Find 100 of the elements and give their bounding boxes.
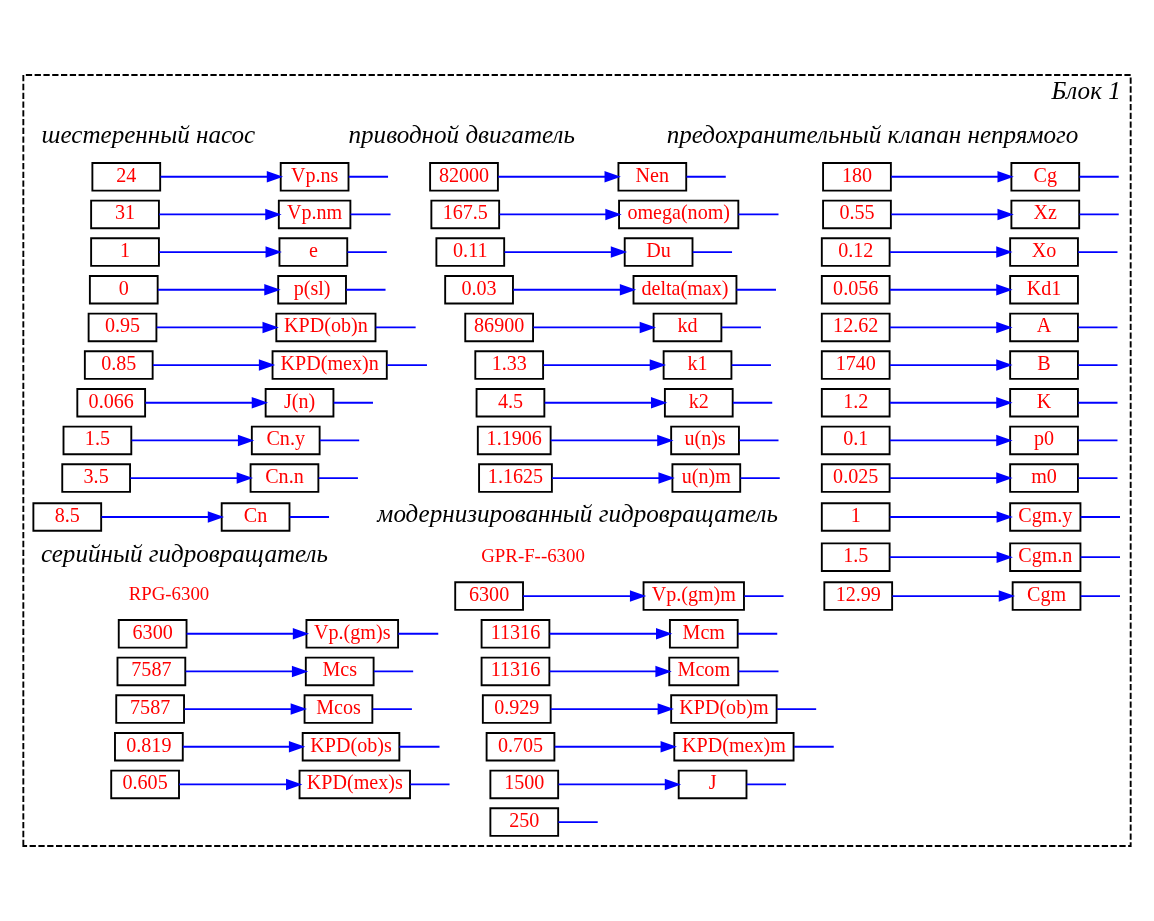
connector [349, 213, 392, 216]
arrow [159, 171, 284, 183]
node-box: Cn [220, 502, 291, 532]
node-box: Du [623, 237, 694, 267]
node-box: k1 [662, 350, 733, 380]
label: приводной двигатель [348, 120, 575, 148]
node-box: 0.705 [485, 732, 556, 762]
arrow [152, 359, 276, 371]
connector [1077, 364, 1119, 366]
node-box: 24 [91, 162, 162, 192]
connector [346, 251, 388, 254]
node-box: Mcom [668, 656, 740, 687]
arrow [553, 741, 677, 753]
node-box: Vp.nm [277, 199, 352, 230]
arrow [888, 551, 1013, 563]
node-box: 0.025 [820, 463, 891, 493]
arrow [889, 246, 1013, 258]
node-box: KPD(mex)s [298, 769, 411, 800]
node-box: 0.819 [114, 732, 184, 762]
connector [332, 401, 374, 404]
node-box: 0.066 [76, 388, 147, 418]
connector [1077, 326, 1119, 329]
node-box: 7587 [115, 694, 185, 724]
node-box: 4.5 [475, 388, 546, 418]
node-box: 0.55 [822, 199, 892, 230]
node-box: KPD(mex)n [271, 350, 388, 380]
connector [739, 477, 781, 479]
arrow [158, 246, 282, 258]
node-box: Xo [1009, 237, 1079, 267]
connector [397, 632, 440, 635]
node-box: delta(max) [632, 275, 738, 305]
node-box: 11316 [480, 656, 551, 687]
connector [735, 288, 777, 291]
arrow [158, 208, 282, 221]
arrow [889, 284, 1013, 296]
arrow [543, 397, 668, 409]
node-box: 12.62 [820, 312, 891, 343]
arrow [889, 321, 1013, 334]
arrow [498, 208, 622, 221]
connector [1078, 175, 1120, 178]
node-box: 0 [88, 275, 159, 305]
node-box: Vp.(gm)m [642, 581, 745, 611]
arrow [497, 171, 621, 183]
node-box: 12.99 [823, 581, 894, 611]
connector [347, 175, 389, 178]
node-box: Cn.n [249, 463, 320, 493]
arrow [889, 359, 1013, 371]
node-box: p(sl) [277, 275, 347, 305]
node-box: 0.929 [481, 694, 552, 724]
arrow [889, 434, 1013, 447]
arrow [889, 397, 1013, 409]
node-box: 1 [90, 237, 160, 267]
connector [345, 288, 387, 291]
node-box: Cg [1010, 162, 1081, 192]
label: GPR-F--6300 [481, 544, 585, 566]
node-box: Cgm [1011, 581, 1082, 611]
connector [386, 364, 428, 366]
node-box: Cgm.n [1009, 542, 1082, 572]
arrow [890, 208, 1014, 221]
node-box: m0 [1009, 463, 1079, 493]
arrow [178, 778, 303, 791]
arrow [548, 628, 673, 640]
arrow [542, 359, 667, 371]
connector [317, 477, 359, 479]
connector [691, 251, 733, 254]
node-box: KPD(ob)m [670, 694, 778, 724]
node-box: 0.12 [820, 237, 891, 267]
arrow [551, 472, 675, 484]
node-box: 167.5 [430, 199, 501, 230]
arrow [181, 741, 306, 753]
connector [745, 783, 787, 786]
arrow [183, 703, 307, 715]
node-box: 6300 [454, 581, 524, 611]
connector [793, 745, 835, 748]
node-box: 6300 [117, 619, 188, 649]
node-box: 0.605 [110, 769, 180, 800]
node-box: 1500 [489, 769, 560, 800]
connector [1079, 556, 1121, 559]
connector [288, 516, 330, 518]
label: предохранительный клапан непрямого [666, 120, 1079, 148]
arrow [548, 665, 672, 678]
connector [738, 439, 780, 442]
arrow [144, 397, 269, 409]
node-box: 1.1625 [478, 463, 553, 493]
arrow [512, 284, 637, 296]
label: серийный гидровращатель [40, 540, 328, 568]
arrow [549, 434, 674, 447]
node-box: KPD(mex)m [673, 732, 795, 762]
node-box: J(n) [264, 388, 335, 418]
arrow [891, 590, 1016, 602]
arrow [185, 628, 310, 640]
node-box: KPD(ob)n [275, 312, 377, 343]
node-box: Vp.ns [279, 162, 350, 192]
arrow [522, 590, 647, 602]
node-box: 1.5 [820, 542, 891, 572]
connector [732, 401, 774, 404]
arrow [184, 665, 309, 678]
node-box: 180 [822, 162, 892, 192]
connector [374, 326, 417, 329]
node-box: 1 [820, 502, 891, 532]
